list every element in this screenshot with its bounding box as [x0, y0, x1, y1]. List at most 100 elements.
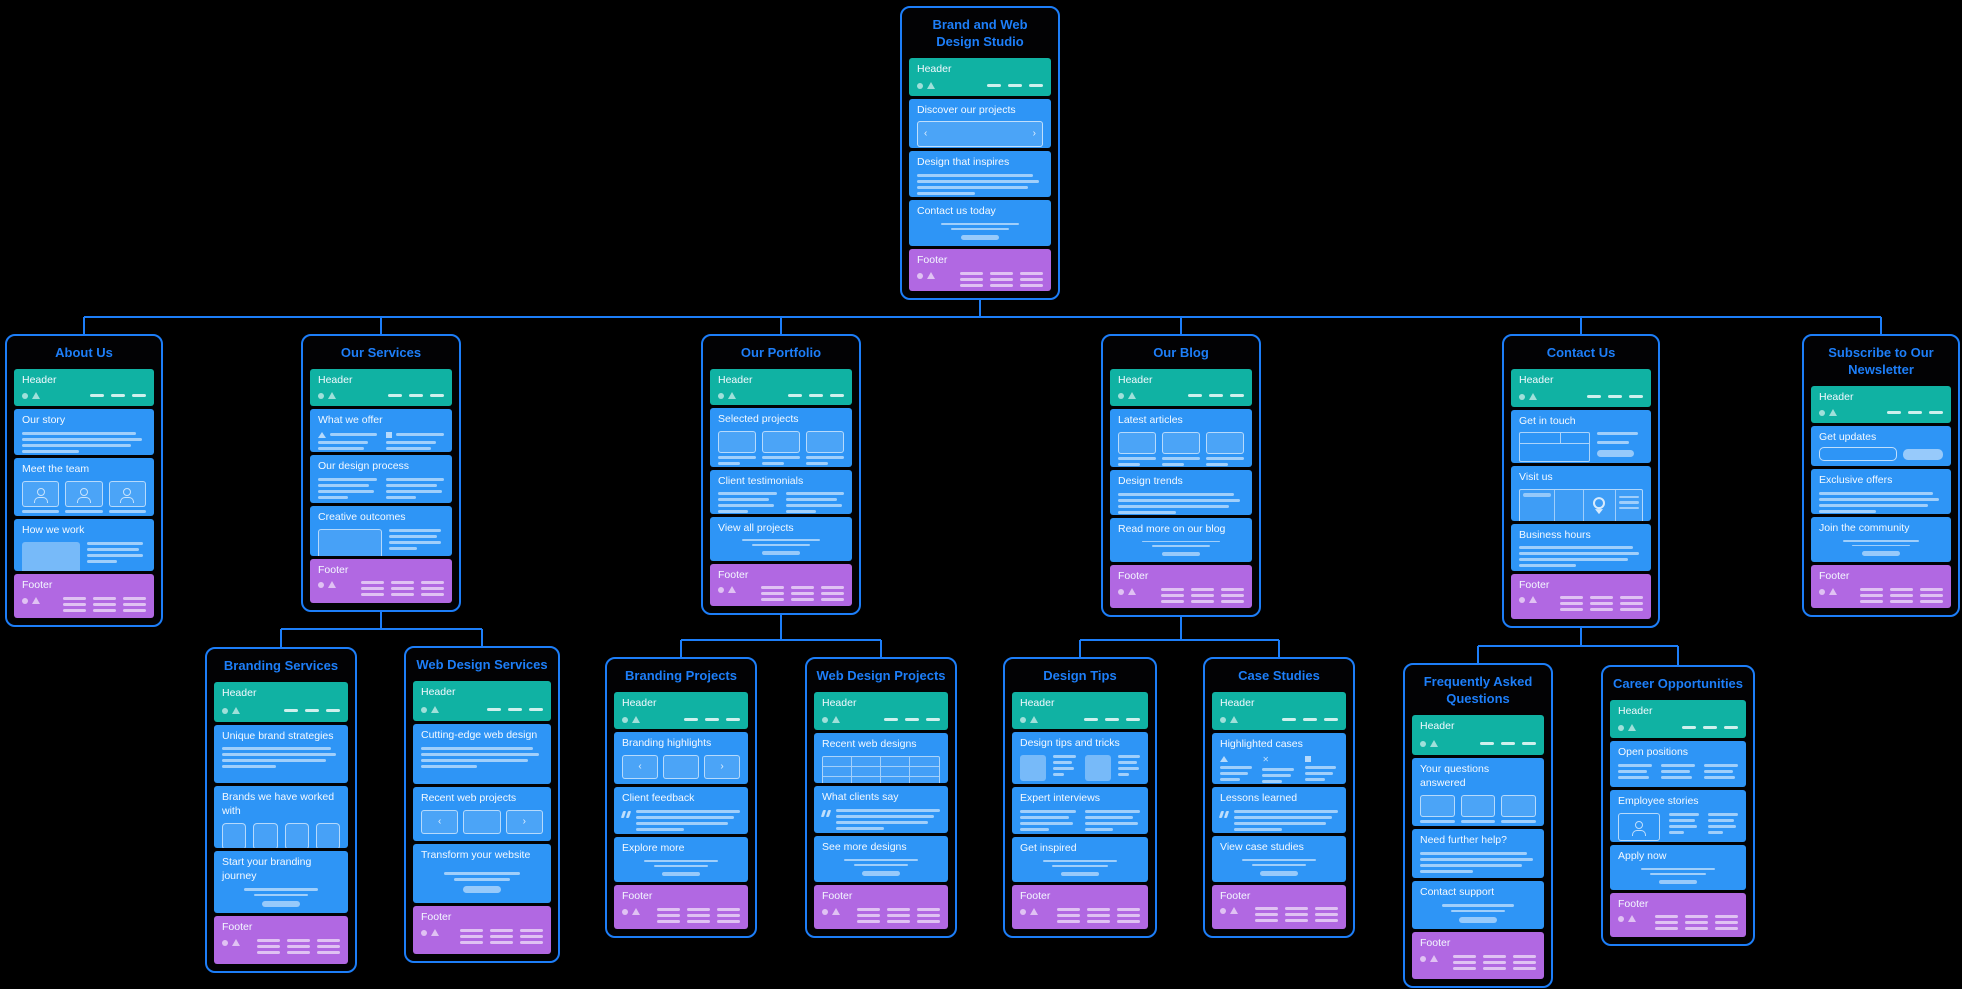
section-open-positions[interactable]: Open positions	[1610, 740, 1746, 787]
section-branding-highlights[interactable]: Branding highlights‹›	[614, 732, 748, 784]
section-need-further-help[interactable]: Need further help?	[1412, 829, 1544, 879]
section-unique-brand-strategies[interactable]: Unique brand strategies	[214, 724, 348, 784]
section-see-more-designs[interactable]: See more designs	[814, 836, 948, 882]
section-header[interactable]: Header	[909, 57, 1051, 96]
section-explore-more[interactable]: Explore more	[614, 836, 748, 883]
image-box	[806, 431, 844, 454]
section-your-questions-answered[interactable]: Your questions answered	[1412, 758, 1544, 827]
section-get-in-touch[interactable]: Get in touch	[1511, 409, 1651, 463]
section-header[interactable]: Header	[310, 368, 452, 406]
section-meet-the-team[interactable]: Meet the team	[14, 457, 154, 517]
section-expert-interviews[interactable]: Expert interviews	[1012, 787, 1148, 834]
section-header[interactable]: Header	[614, 691, 748, 730]
section-recent-web-projects[interactable]: Recent web projects‹›	[413, 787, 551, 842]
section-footer[interactable]: Footer	[614, 885, 748, 929]
section-contact-us-today[interactable]: Contact us today	[909, 199, 1051, 246]
section-footer[interactable]: Footer	[214, 916, 348, 964]
section-footer[interactable]: Footer	[710, 563, 852, 606]
section-our-story[interactable]: Our story	[14, 408, 154, 455]
section-header[interactable]: Header	[214, 681, 348, 722]
section-highlighted-cases[interactable]: Highlighted cases✕	[1212, 732, 1346, 784]
section-contact-support[interactable]: Contact support	[1412, 881, 1544, 929]
section-header[interactable]: Header	[1110, 368, 1252, 406]
section-latest-articles[interactable]: Latest articles	[1110, 408, 1252, 468]
nav-links-placeholder	[1887, 411, 1943, 415]
section-recent-web-designs[interactable]: Recent web designs	[814, 732, 948, 784]
section-header[interactable]: Header	[1412, 714, 1544, 756]
section-footer[interactable]: Footer	[1610, 892, 1746, 937]
section-label: Selected projects	[718, 413, 799, 426]
section-get-updates[interactable]: Get updates	[1811, 425, 1951, 466]
image-placeholder-icon	[1020, 715, 1038, 723]
section-label: Meet the team	[22, 462, 90, 475]
nav-link-dash	[809, 394, 823, 398]
section-footer[interactable]: Footer	[1212, 884, 1346, 929]
section-label: Highlighted cases	[1220, 737, 1303, 750]
section-cutting-edge-web-design[interactable]: Cutting-edge web design	[413, 723, 551, 785]
section-what-we-offer[interactable]: What we offer	[310, 408, 452, 453]
section-client-testimonials[interactable]: Client testimonials	[710, 469, 852, 514]
section-design-tips-and-tricks[interactable]: Design tips and tricks	[1012, 732, 1148, 784]
section-footer[interactable]: Footer	[1012, 885, 1148, 929]
section-footer[interactable]: Footer	[1511, 573, 1651, 620]
section-discover-our-projects[interactable]: Discover our projects‹›	[909, 98, 1051, 149]
section-header[interactable]: Header	[413, 680, 551, 721]
section-selected-projects[interactable]: Selected projects	[710, 408, 852, 467]
section-footer[interactable]: Footer	[310, 558, 452, 603]
section-how-we-work[interactable]: How we work	[14, 519, 154, 572]
section-what-clients-say[interactable]: What clients say	[814, 786, 948, 834]
section-header[interactable]: Header	[1511, 368, 1651, 407]
section-header[interactable]: Header	[814, 691, 948, 730]
section-get-inspired[interactable]: Get inspired	[1012, 836, 1148, 883]
section-our-design-process[interactable]: Our design process	[310, 455, 452, 503]
section-design-trends[interactable]: Design trends	[1110, 470, 1252, 515]
section-creative-outcomes[interactable]: Creative outcomes	[310, 505, 452, 556]
section-visit-us[interactable]: Visit us	[1511, 465, 1651, 521]
section-employee-stories[interactable]: Employee stories	[1610, 789, 1746, 843]
circle-icon	[1420, 740, 1426, 747]
section-header[interactable]: Header	[1610, 699, 1746, 738]
section-footer[interactable]: Footer	[1110, 565, 1252, 608]
section-apply-now[interactable]: Apply now	[1610, 845, 1746, 890]
section-header[interactable]: Header	[14, 368, 154, 406]
section-header[interactable]: Header	[1811, 385, 1951, 423]
section-footer[interactable]: Footer	[909, 248, 1051, 292]
section-header[interactable]: Header	[710, 368, 852, 406]
section-header[interactable]: Header	[1212, 691, 1346, 730]
section-exclusive-offers[interactable]: Exclusive offers	[1811, 468, 1951, 514]
placeholder-text-line	[421, 758, 529, 762]
section-header[interactable]: Header	[1012, 691, 1148, 730]
section-view-case-studies[interactable]: View case studies	[1212, 835, 1346, 882]
section-footer[interactable]: Footer	[413, 906, 551, 955]
section-footer[interactable]: Footer	[814, 884, 948, 930]
section-start-your-branding-journey[interactable]: Start your branding journey	[214, 851, 348, 914]
section-join-the-community[interactable]: Join the community	[1811, 516, 1951, 562]
section-business-hours[interactable]: Business hours	[1511, 523, 1651, 571]
section-view-all-projects[interactable]: View all projects	[710, 516, 852, 561]
section-brands-we-have-worked-with[interactable]: Brands we have worked with	[214, 786, 348, 849]
section-transform-your-website[interactable]: Transform your website	[413, 844, 551, 904]
section-design-that-inspires[interactable]: Design that inspires	[909, 151, 1051, 197]
section-client-feedback[interactable]: Client feedback	[614, 787, 748, 834]
section-footer[interactable]: Footer	[1412, 931, 1544, 979]
section-footer[interactable]: Footer	[1811, 564, 1951, 609]
quote-wireframe	[1218, 809, 1338, 831]
section-read-more-on-our-blog[interactable]: Read more on our blog	[1110, 517, 1252, 563]
section-lessons-learned[interactable]: Lessons learned	[1212, 786, 1346, 833]
section-footer[interactable]: Footer	[14, 574, 154, 618]
